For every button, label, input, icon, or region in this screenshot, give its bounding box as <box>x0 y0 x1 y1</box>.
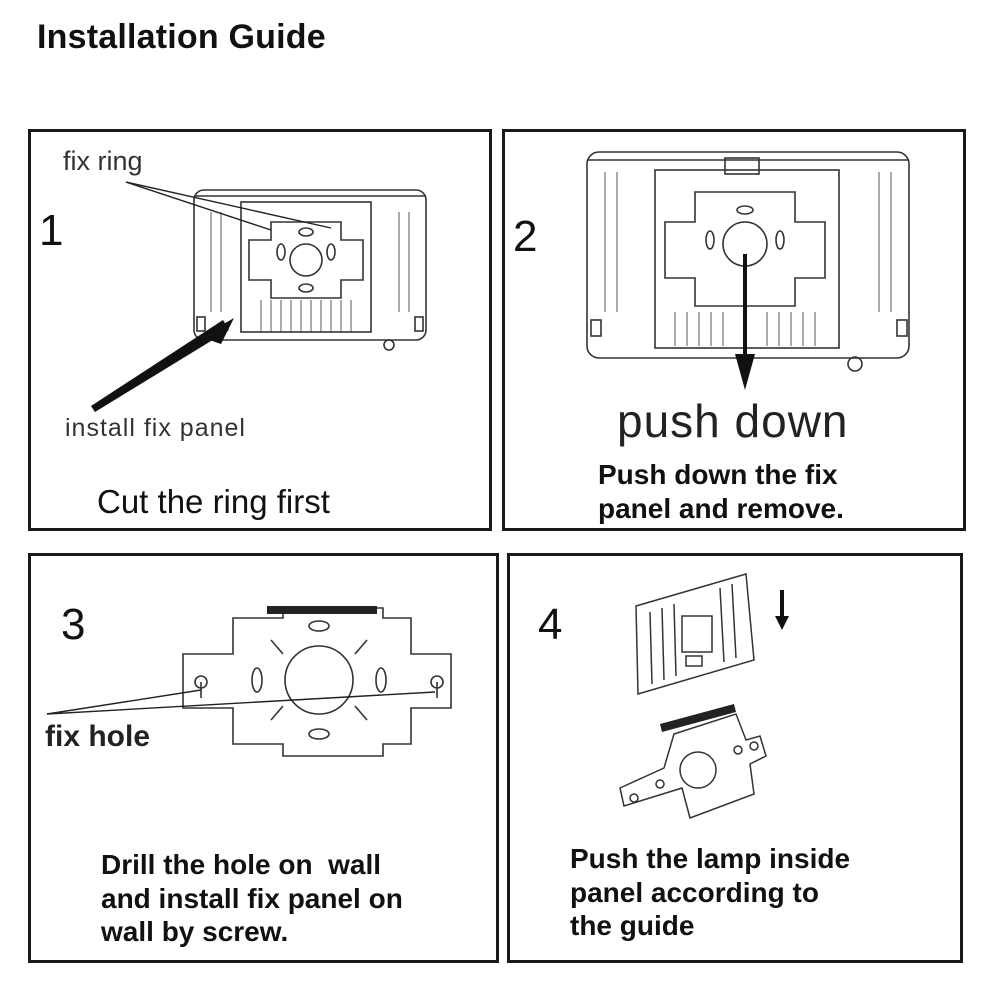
step-4-caption-line-1: Push the lamp inside <box>570 842 850 876</box>
step-2-caption-line-2: panel and remove. <box>598 492 844 526</box>
step-2-caption-line-1: Push down the fix <box>598 458 844 492</box>
step-1-panel: 1 fix ring install fix panel Cut the rin… <box>28 129 492 531</box>
fix-hole-label: fix hole <box>45 720 150 754</box>
step-2-caption: Push down the fix panel and remove. <box>598 458 844 525</box>
step-1-number: 1 <box>39 206 63 256</box>
step-4-caption-line-3: the guide <box>570 909 850 943</box>
page-title: Installation Guide <box>37 18 326 57</box>
step-4-caption-line-2: panel according to <box>570 876 850 910</box>
step-4-caption: Push the lamp inside panel according to … <box>570 842 850 943</box>
step-1-illustration <box>31 132 489 528</box>
step-2-panel: 2 push down Push down the fix panel and … <box>502 129 966 531</box>
step-4-panel: 4 Push the lamp inside panel according t… <box>507 553 963 963</box>
step-1-caption: Cut the ring first <box>97 482 330 522</box>
step-3-caption: Drill the hole on wall and install fix p… <box>101 848 403 949</box>
fix-ring-label: fix ring <box>63 146 143 177</box>
step-3-caption-line-1: Drill the hole on wall <box>101 848 403 882</box>
push-down-label: push down <box>617 394 849 448</box>
step-3-caption-line-3: wall by screw. <box>101 915 403 949</box>
step-3-caption-line-2: and install fix panel on <box>101 882 403 916</box>
step-3-panel: 3 fix hole Drill the hole on wall and in… <box>28 553 499 963</box>
install-fix-panel-label: install fix panel <box>65 414 246 443</box>
step-4-number: 4 <box>538 600 562 650</box>
step-2-number: 2 <box>513 212 537 262</box>
step-3-number: 3 <box>61 600 85 650</box>
